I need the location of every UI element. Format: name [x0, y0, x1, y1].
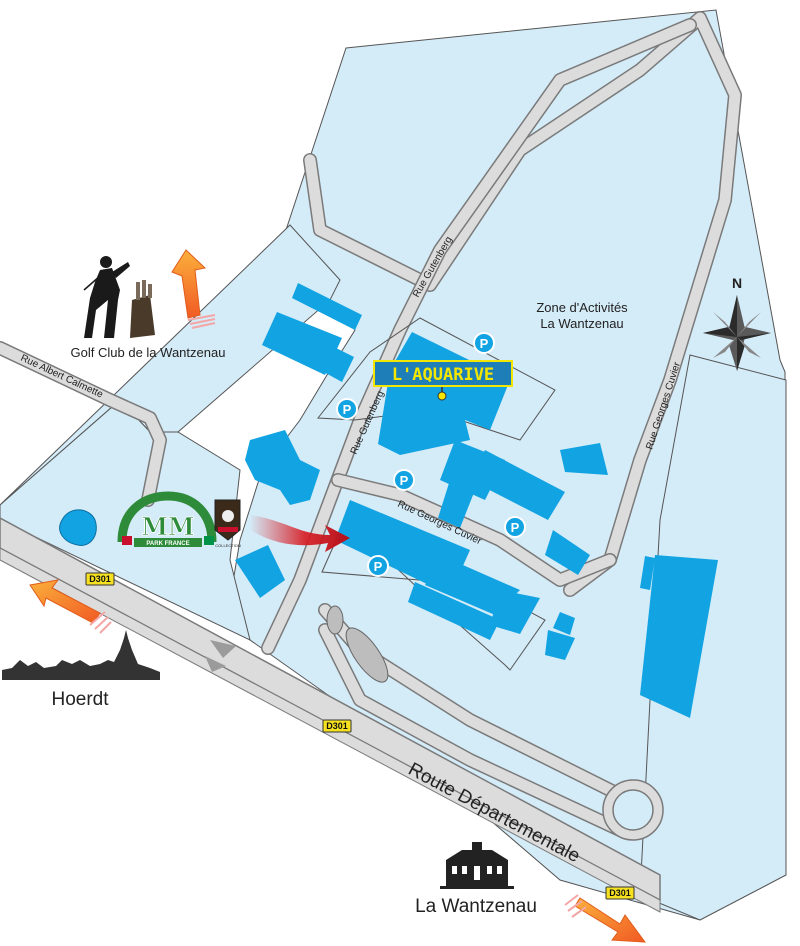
svg-text:COLLECTION: COLLECTION	[215, 543, 241, 548]
label-golf-club: Golf Club de la Wantzenau	[71, 345, 226, 360]
zone-area-east	[639, 354, 787, 921]
parking-icon: P	[473, 332, 495, 354]
arrow-la-wantzenau-icon	[564, 894, 647, 943]
building	[640, 556, 655, 590]
parking-icon: P	[393, 469, 415, 491]
label-la-wantzenau: La Wantzenau	[415, 896, 537, 917]
d301-badge: D301	[605, 886, 635, 900]
d301-badge: D301	[85, 572, 115, 586]
aquarive-logo-text: L'AQUARIVE	[392, 365, 494, 385]
building	[235, 545, 285, 598]
arrow-golf-icon	[171, 249, 216, 329]
svg-text:D301: D301	[89, 574, 111, 584]
map-pin-icon	[437, 391, 447, 401]
svg-text:P: P	[511, 520, 520, 535]
parking-markers: P P P P P	[336, 332, 526, 577]
building	[425, 555, 520, 615]
buildings	[235, 283, 718, 718]
compass-rose-icon: N	[703, 275, 771, 371]
hatched-island	[345, 627, 389, 683]
collection-crest-logo: COLLECTION	[214, 499, 241, 548]
building	[490, 590, 540, 634]
building	[438, 480, 475, 528]
parking-icon: P	[336, 398, 358, 420]
golfer-icon	[83, 256, 155, 338]
chateau-icon	[440, 842, 514, 889]
building	[545, 530, 590, 575]
zone-areas	[0, 9, 787, 921]
building	[408, 582, 500, 640]
svg-text:D301: D301	[326, 721, 348, 731]
parking-icon: P	[367, 555, 389, 577]
building	[545, 630, 575, 660]
label-zone-line1: Zone d'Activités	[536, 300, 628, 315]
arrow-hoerdt-icon	[29, 579, 112, 634]
svg-text:P: P	[343, 402, 352, 417]
lake	[59, 509, 97, 546]
building	[292, 283, 362, 330]
building	[640, 555, 718, 718]
parking-icon: P	[504, 516, 526, 538]
label-zone-line2: La Wantzenau	[540, 316, 623, 331]
svg-text:PARK FRANCE: PARK FRANCE	[146, 541, 189, 547]
arrow-to-aquarive-icon	[250, 515, 350, 552]
building	[470, 450, 565, 520]
city-skyline-icon	[2, 630, 160, 680]
compass-north-label: N	[732, 275, 742, 291]
svg-text:MM: MM	[141, 512, 194, 541]
svg-text:P: P	[480, 336, 489, 351]
lane-arrow-icon	[210, 640, 236, 658]
label-hoerdt: Hoerdt	[51, 689, 109, 710]
d301-badge: D301	[322, 719, 352, 733]
mm-park-logo: MM PARK FRANCE	[117, 491, 217, 547]
lane-arrow-icon	[205, 656, 226, 672]
building	[553, 612, 575, 635]
svg-text:P: P	[400, 473, 409, 488]
aquarive-sign: L'AQUARIVE	[373, 360, 513, 401]
building	[262, 312, 342, 375]
building	[560, 443, 608, 475]
svg-text:P: P	[374, 559, 383, 574]
building	[245, 430, 320, 505]
building	[320, 345, 354, 382]
svg-text:D301: D301	[609, 888, 631, 898]
